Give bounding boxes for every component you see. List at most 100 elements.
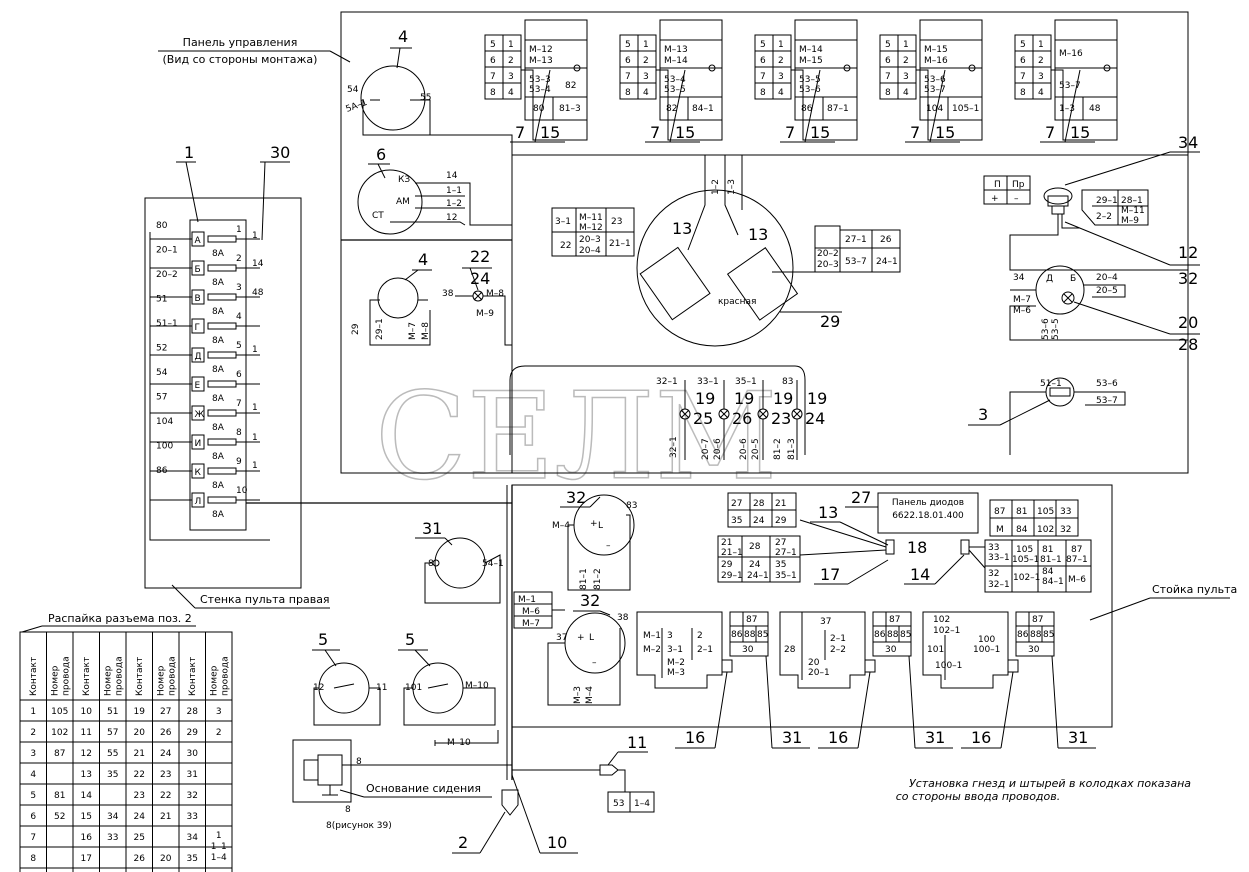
label: 53–5: [664, 85, 686, 95]
svg-text:–: –: [1014, 194, 1019, 204]
label: М–14: [799, 45, 823, 55]
fuse: [207, 351, 237, 359]
label: М–13: [664, 45, 688, 55]
label: М–2: [643, 645, 661, 655]
label: М–6: [1068, 575, 1086, 585]
pinout-cell: 19: [134, 707, 146, 717]
relay-pin: 6: [885, 56, 891, 66]
fuse: [207, 235, 237, 243]
label: 3: [667, 631, 673, 641]
svg-text:М–1: М–1: [518, 595, 536, 605]
wire-m8b: М–8: [486, 289, 504, 299]
s5-101: 101: [405, 683, 422, 693]
pinout-header: Контакт: [135, 657, 145, 696]
relay-pin: 1: [643, 40, 649, 50]
pinout-cell: 102: [51, 728, 68, 738]
label: 3–1: [555, 217, 571, 227]
fuse-out-wire: 10: [236, 486, 248, 496]
pinout-cell: 81: [54, 791, 65, 801]
label: 35–1: [735, 377, 757, 387]
lamp-wire: 20–7: [701, 438, 711, 460]
relay-pin: 3: [778, 72, 784, 82]
gen-b: Б: [1070, 274, 1076, 284]
label: 85: [757, 630, 768, 640]
pos-20-label: 20: [1178, 313, 1198, 332]
pinout-cell: 1: [30, 707, 36, 717]
label: 53–6: [924, 75, 946, 85]
wire-1-2: 1–2: [446, 199, 462, 209]
label: 53–7: [924, 85, 946, 95]
gen-m6: М–6: [1013, 306, 1031, 316]
fuse-in-wire: 20–1: [156, 246, 178, 256]
lamp-wire: 20–5: [751, 438, 761, 460]
fuse: [207, 496, 237, 504]
svg-text:М–6: М–6: [522, 607, 540, 617]
label: 20–2: [817, 249, 839, 259]
label: 81–3: [559, 104, 581, 114]
svg-text:Панель диодов: Панель диодов: [892, 498, 964, 508]
svg-text:+: +: [991, 194, 999, 204]
label: М–15: [799, 56, 823, 66]
pinout-cell: 28: [187, 707, 199, 717]
pinout-cell: 24: [134, 812, 146, 822]
s3-53-7: 53–7: [1096, 396, 1118, 406]
pos-32-label: 32: [1178, 269, 1198, 288]
label: 3–1: [667, 645, 683, 655]
sensor-34: [1043, 187, 1073, 215]
gen-53-6: 53–6: [1041, 318, 1051, 340]
label: 82: [565, 81, 576, 91]
label: 28: [753, 499, 765, 509]
fuse-letter: Ж: [195, 410, 205, 420]
label: 53–4: [529, 85, 551, 95]
relay-pin: 3: [1038, 72, 1044, 82]
label: 100: [978, 635, 995, 645]
label-st: СТ: [372, 211, 384, 221]
label: М–2: [667, 658, 685, 668]
switch-4-top: [360, 65, 426, 131]
fuse-in-wire: 51–1: [156, 319, 178, 329]
fuse: [207, 380, 237, 388]
relay-pin: 5: [625, 40, 631, 50]
pinout-cell: 1: [216, 831, 222, 841]
wire-55: 55: [420, 93, 431, 103]
label: 85: [900, 630, 911, 640]
pinout-cell: 21: [134, 749, 145, 759]
pinout-cell: 32: [187, 791, 198, 801]
wire-1-3: 1–3: [727, 179, 737, 195]
pinout-header: провода: [221, 656, 231, 696]
relay-pin: 7: [1020, 72, 1026, 82]
label: 84–1: [692, 104, 714, 114]
g32a-83: 83: [626, 501, 637, 511]
g32b-m4: М–4: [585, 686, 595, 704]
g32b-m3: М–3: [573, 686, 583, 704]
fuse-rating: 8А: [212, 278, 225, 288]
pinout-cell: 6: [30, 812, 36, 822]
label: 84: [1016, 525, 1028, 535]
label: М–11: [579, 213, 603, 223]
relay-pin: 8: [885, 88, 891, 98]
relay-pin: 6: [625, 56, 631, 66]
label: 20–3: [579, 235, 601, 245]
pos-12-label: 12: [1178, 243, 1198, 262]
fuse-in-wire: 80: [156, 221, 168, 231]
label: 83: [782, 377, 793, 387]
label: 53–5: [799, 75, 821, 85]
relay-pin: 3: [643, 72, 649, 82]
pos-lamp-label: 23: [771, 409, 791, 428]
pinout-cell: 55: [107, 749, 118, 759]
pos-13b-label: 13: [748, 225, 768, 244]
panel-title: Панель управления: [183, 36, 298, 49]
pinout-cell: 33: [187, 812, 198, 822]
diode-plug-18: [885, 539, 895, 555]
fuse-rating: 8А: [212, 510, 225, 520]
gen-20-4: 20–4: [1096, 273, 1118, 283]
label: 30: [1028, 645, 1040, 655]
pinout-header: провода: [115, 656, 125, 696]
relay-pin: 8: [490, 88, 496, 98]
pos-15-label: 15: [1070, 123, 1090, 142]
label: 30: [742, 645, 754, 655]
pos-4b-label: 4: [418, 250, 428, 269]
